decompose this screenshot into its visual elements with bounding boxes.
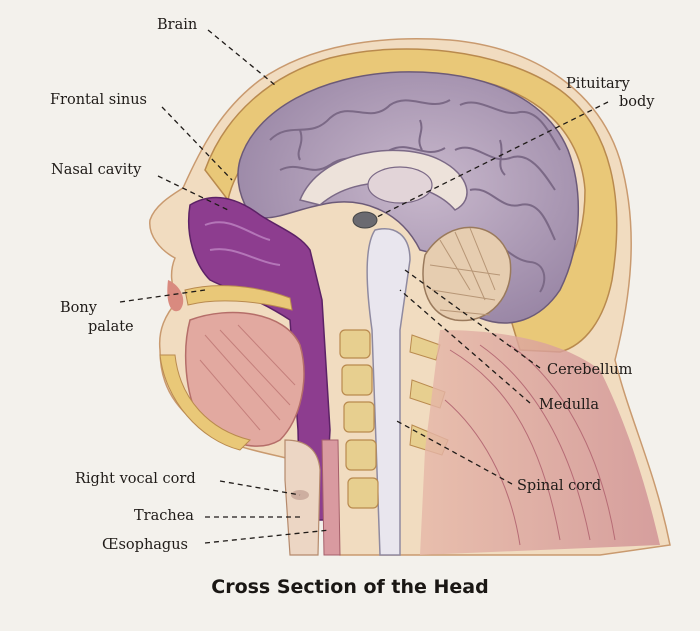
leader-frontal-sinus (161, 106, 233, 181)
neck-muscle-lines (444, 344, 616, 546)
leader-lines (119, 29, 609, 544)
label-pituitary: Pituitary (566, 76, 630, 92)
tongue-muscle-lines (199, 324, 296, 431)
bony-palate (184, 285, 293, 311)
lips (167, 280, 184, 312)
leader-cerebellum (404, 269, 541, 369)
esophagus (321, 439, 341, 556)
label-frontal-sinus: Frontal sinus (50, 92, 147, 108)
pituitary (352, 211, 378, 229)
nasal-folds (204, 221, 281, 266)
thalamus (367, 166, 433, 204)
leader-nasal-cavity (157, 175, 229, 211)
neck-muscles (420, 330, 660, 555)
label-body: body (619, 94, 655, 110)
label-right-vocal-cord: Right vocal cord (75, 471, 196, 487)
label-bony: Bony (60, 300, 97, 316)
leader-pituitary (374, 101, 609, 219)
label-spinal-cord: Spinal cord (517, 478, 602, 494)
jaw (159, 354, 251, 451)
cerebellum (422, 226, 512, 322)
label-oesophagus: Œsophagus (102, 537, 188, 553)
diagram-caption: Cross Section of the Head (211, 576, 489, 598)
leader-spinal-cord (394, 419, 513, 485)
label-brain: Brain (157, 17, 198, 33)
leader-medulla (399, 289, 531, 404)
vertebrae (339, 329, 379, 509)
label-nasal-cavity: Nasal cavity (51, 162, 142, 178)
leader-vocal-cord (219, 480, 301, 496)
label-medulla: Medulla (539, 397, 599, 413)
label-palate: palate (88, 319, 134, 335)
leader-brain (207, 29, 276, 86)
label-cerebellum: Cerebellum (547, 362, 633, 378)
label-trachea: Trachea (134, 508, 194, 524)
cerebellum-folia (429, 227, 501, 316)
leader-oesophagus (204, 529, 331, 544)
